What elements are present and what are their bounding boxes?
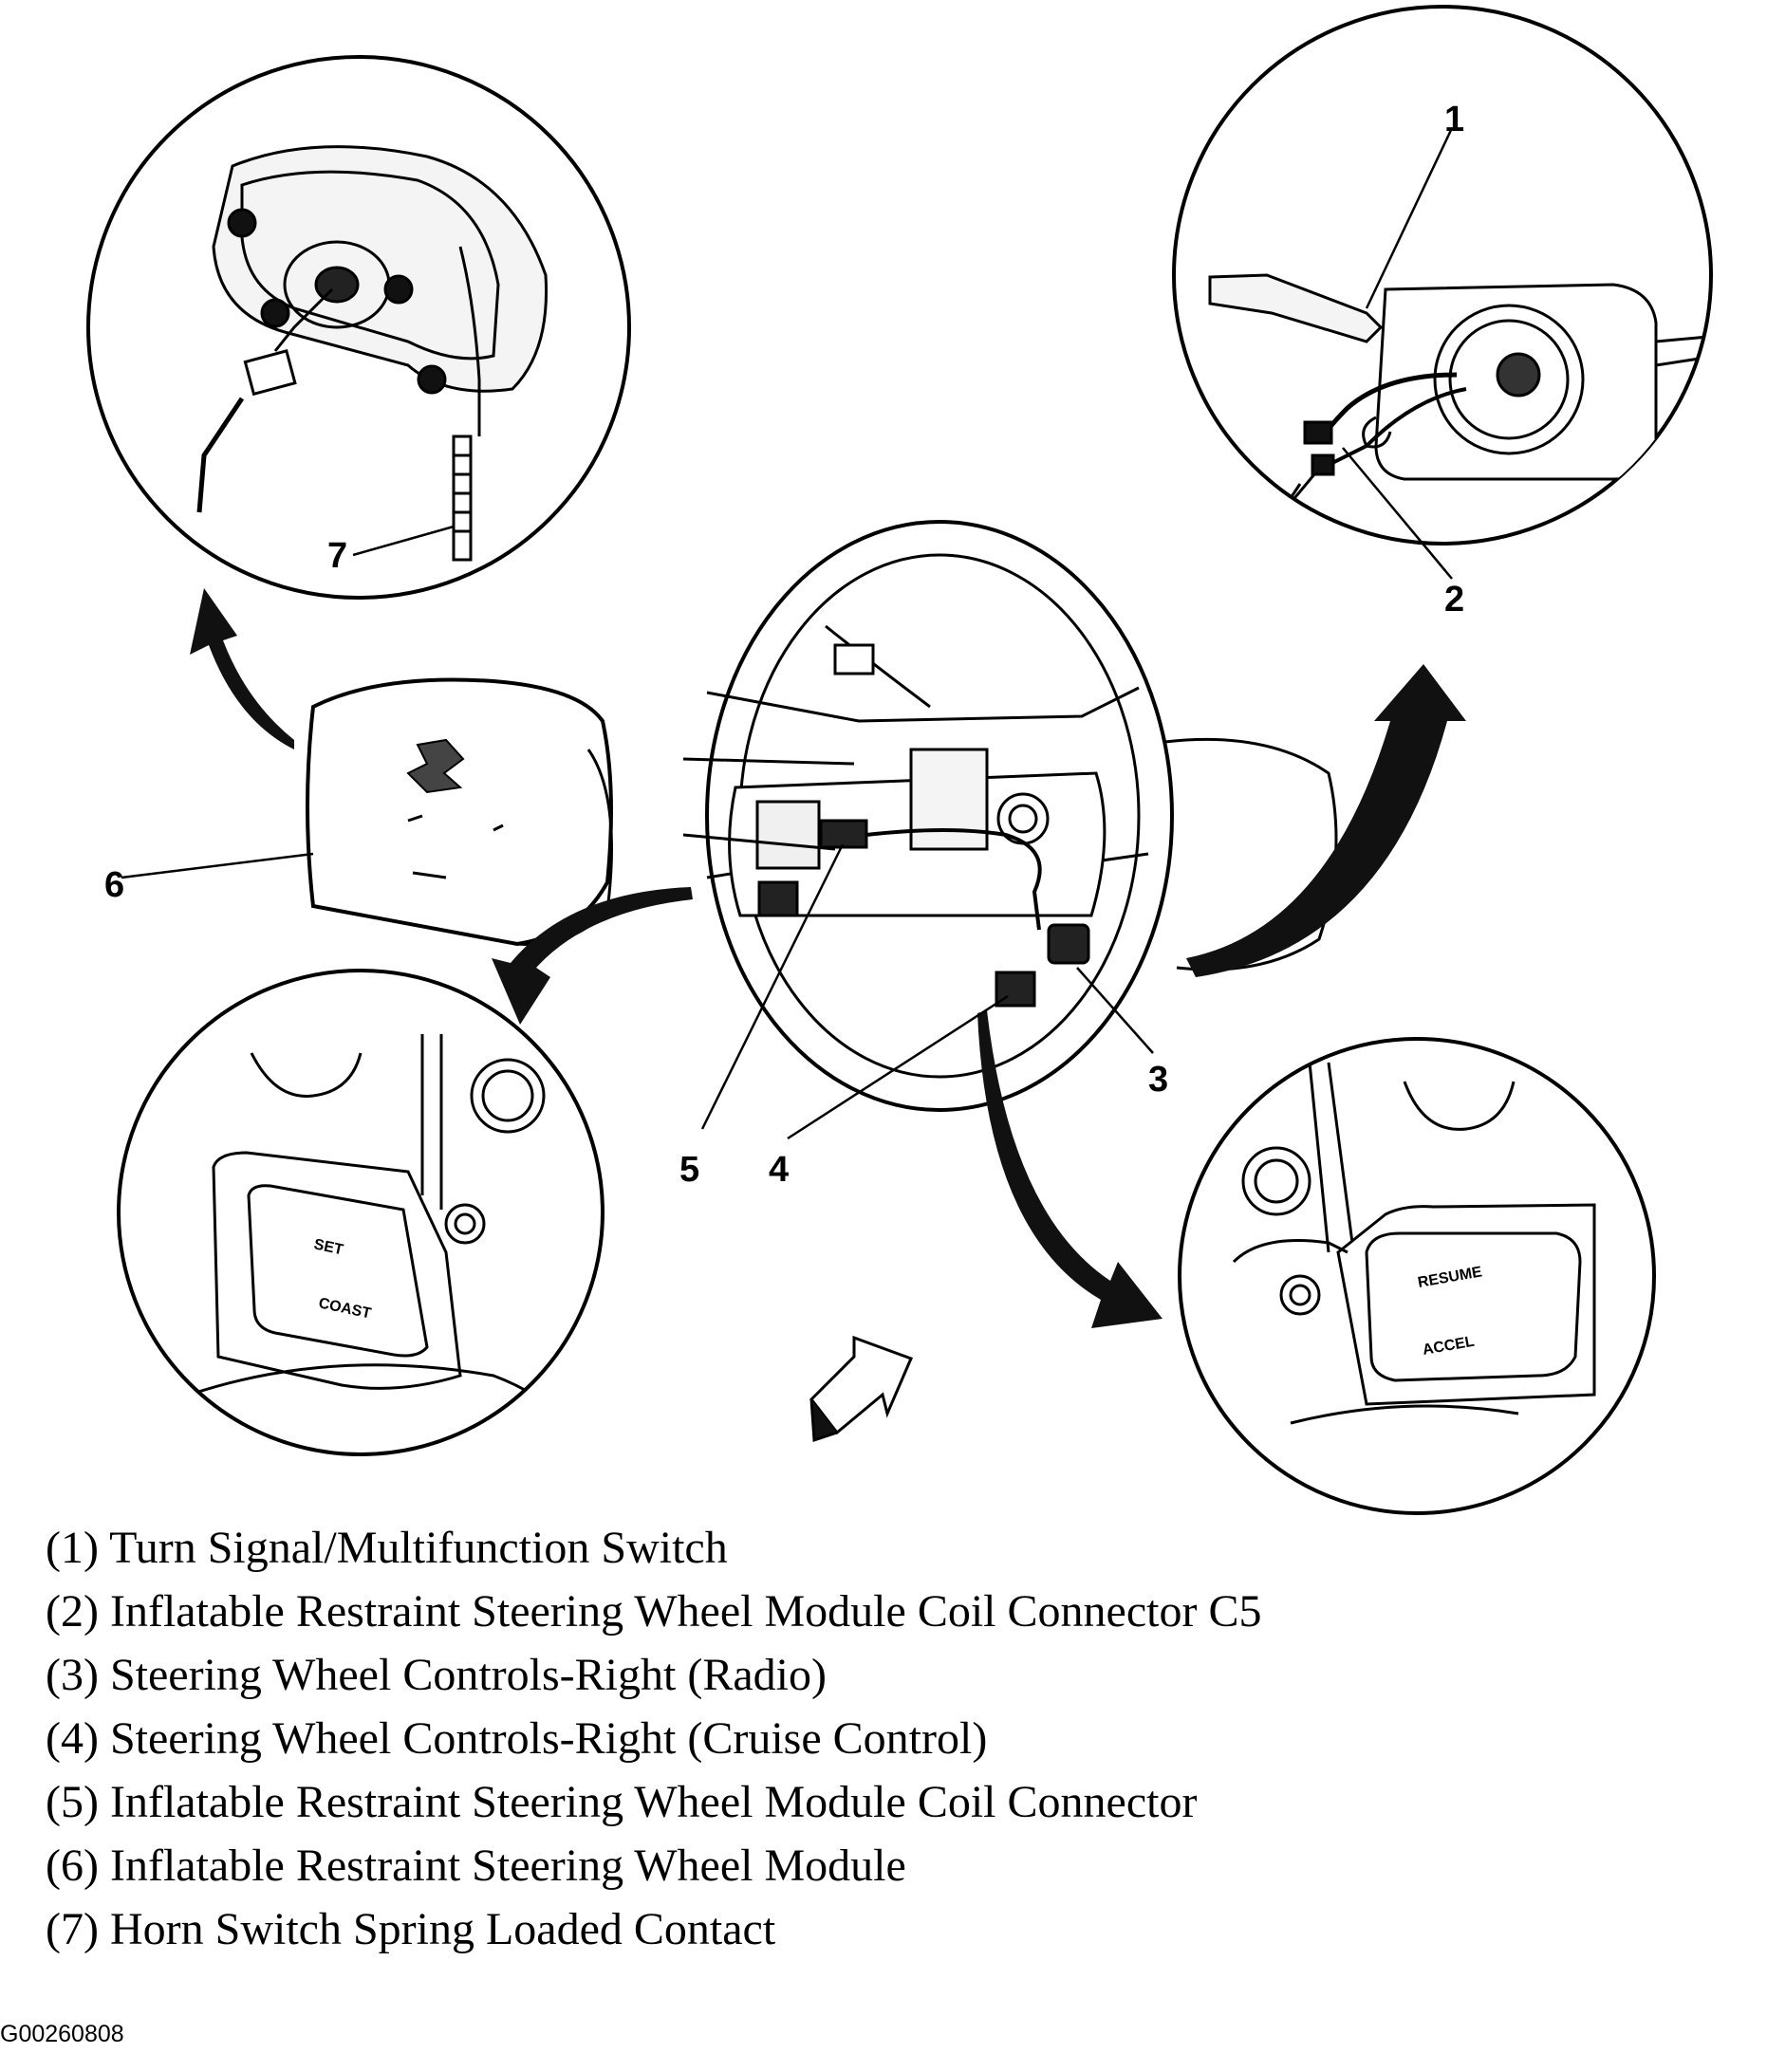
arrow-to-top-right-inset bbox=[1186, 664, 1466, 977]
callout-2: 2 bbox=[1444, 580, 1464, 620]
arrow-to-bottom-right-inset bbox=[977, 1010, 1162, 1328]
callout-4: 4 bbox=[769, 1150, 789, 1190]
component-legend: (1) Turn Signal/Multifunction Switch (2)… bbox=[46, 1516, 1261, 1961]
view-direction-arrow bbox=[809, 1335, 914, 1443]
inset-airbag-module-rear: 7 bbox=[86, 55, 631, 600]
legend-item-3: (3) Steering Wheel Controls-Right (Radio… bbox=[46, 1650, 827, 1700]
legend-item-2: (2) Inflatable Restraint Steering Wheel … bbox=[46, 1586, 1262, 1637]
airbag-module bbox=[306, 677, 613, 947]
callout-5: 5 bbox=[679, 1150, 699, 1190]
steering-wheel bbox=[682, 520, 1338, 1112]
legend-item-7: (7) Horn Switch Spring Loaded Contact bbox=[46, 1904, 776, 1954]
inset-multifunction-switch: 1 2 bbox=[1172, 5, 1713, 620]
steering-wheel-diagram: 7 1 2 bbox=[86, 5, 1713, 1515]
legend-item-4: (4) Steering Wheel Controls-Right (Cruis… bbox=[46, 1713, 988, 1764]
set-label: SET bbox=[312, 1236, 344, 1258]
callout-1: 1 bbox=[1444, 100, 1464, 139]
arrow-to-top-left-inset bbox=[190, 588, 294, 749]
callout-3: 3 bbox=[1148, 1060, 1168, 1100]
inset-cruise-left: SET COAST bbox=[117, 969, 604, 1456]
legend-item-5: (5) Inflatable Restraint Steering Wheel … bbox=[46, 1777, 1198, 1827]
callout-6: 6 bbox=[104, 865, 124, 905]
legend-item-1: (1) Turn Signal/Multifunction Switch bbox=[46, 1523, 728, 1573]
figure-id: G00260808 bbox=[0, 2021, 124, 2047]
arrow-to-bottom-left-inset bbox=[492, 887, 693, 1025]
legend-item-6: (6) Inflatable Restraint Steering Wheel … bbox=[46, 1841, 906, 1891]
inset-cruise-right: RESUME ACCEL bbox=[1178, 1037, 1656, 1515]
callout-7: 7 bbox=[327, 536, 347, 576]
